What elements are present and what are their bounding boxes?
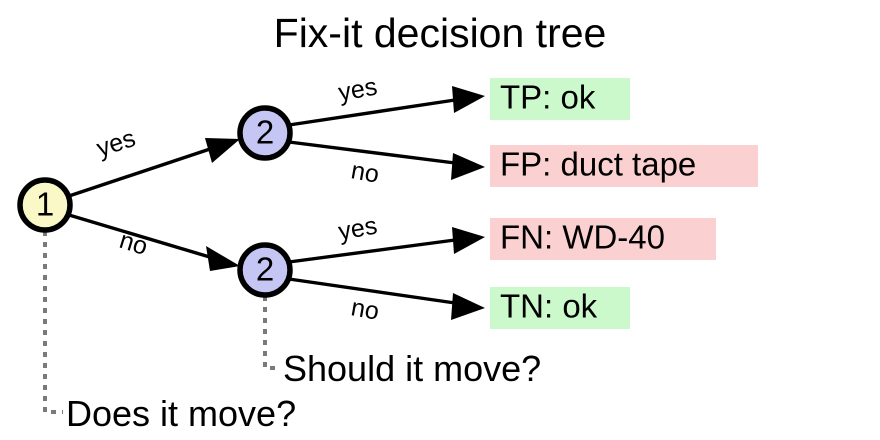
outcome-tn-highlight bbox=[490, 287, 630, 329]
outcome-fp-label: FP: duct tape bbox=[500, 146, 696, 183]
node-split-bottom[interactable]: 2 bbox=[237, 242, 293, 298]
outcome-fn: FN: WD-40 bbox=[490, 218, 716, 260]
annotation-captions: Should it move? Does it move? bbox=[66, 348, 541, 434]
edge-top-no-line bbox=[288, 140, 456, 165]
leader-line-should-it-move bbox=[263, 296, 281, 370]
edge-label-top-yes: yes bbox=[336, 73, 379, 107]
outcome-fn-highlight bbox=[490, 218, 716, 260]
node-split-top-circle[interactable] bbox=[237, 105, 293, 161]
edge-root-yes-line bbox=[68, 146, 214, 198]
edge-label-bottom-no: no bbox=[349, 293, 381, 325]
outcome-fp: FP: duct tape bbox=[490, 145, 758, 187]
outcome-tp: TP: ok bbox=[490, 78, 630, 120]
edge-group-split-top bbox=[288, 86, 485, 180]
edge-label-top-no: no bbox=[349, 156, 381, 188]
annotation-leaders bbox=[43, 231, 281, 414]
node-root-label: 1 bbox=[36, 186, 54, 223]
page-title: Fix-it decision tree bbox=[274, 10, 607, 56]
edge-label-bottom-yes: yes bbox=[336, 212, 379, 246]
edge-root-yes-arrowhead bbox=[205, 138, 240, 163]
edge-root-no-arrowhead bbox=[206, 246, 240, 271]
edge-top-no-arrowhead bbox=[451, 153, 485, 180]
edge-group-split-bottom bbox=[288, 227, 485, 320]
node-split-bottom-circle[interactable] bbox=[237, 242, 293, 298]
node-root[interactable]: 1 bbox=[17, 177, 73, 233]
edge-top-yes-line bbox=[288, 98, 456, 127]
edge-bottom-no-line bbox=[288, 277, 456, 305]
edge-bottom-yes-arrowhead bbox=[452, 227, 485, 254]
edge-root-no-line bbox=[68, 213, 214, 260]
outcome-tn-label: TN: ok bbox=[500, 288, 598, 325]
node-split-top[interactable]: 2 bbox=[237, 105, 293, 161]
edge-top-yes-arrowhead bbox=[452, 86, 485, 113]
node-root-circle[interactable] bbox=[17, 177, 73, 233]
outcome-fp-highlight bbox=[490, 145, 758, 187]
edge-bottom-no-arrowhead bbox=[451, 293, 485, 320]
annotation-does-it-move: Does it move? bbox=[66, 393, 296, 434]
annotation-should-it-move: Should it move? bbox=[283, 348, 541, 389]
outcome-tp-highlight bbox=[490, 78, 630, 120]
outcome-fn-label: FN: WD-40 bbox=[500, 219, 665, 256]
node-split-top-label: 2 bbox=[256, 114, 274, 151]
outcome-tn: TN: ok bbox=[490, 287, 630, 329]
leader-line-does-it-move bbox=[43, 231, 63, 414]
edge-label-root-yes: yes bbox=[93, 124, 139, 163]
edge-bottom-yes-line bbox=[288, 238, 456, 264]
node-split-bottom-label: 2 bbox=[256, 251, 274, 288]
outcome-tp-label: TP: ok bbox=[500, 79, 596, 116]
edge-group-root bbox=[68, 138, 240, 271]
